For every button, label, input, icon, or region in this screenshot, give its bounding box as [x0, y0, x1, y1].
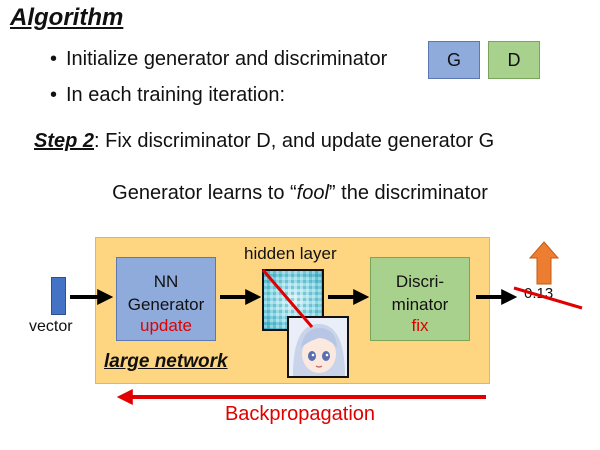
- subtitle-emphasis: fool: [296, 182, 329, 204]
- generator-line2: Generator: [127, 295, 205, 314]
- subtitle-before: Generator learns to “: [112, 182, 297, 204]
- bullet-iteration: • In each training iteration:: [50, 84, 285, 107]
- discriminator-box: D: [488, 41, 540, 79]
- bullet-initialize: • Initialize generator and discriminator: [50, 48, 387, 71]
- step-line: Step 2: Fix discriminator D, and update …: [34, 130, 494, 153]
- step-label: Step 2: [34, 130, 95, 152]
- subtitle-after: ” the discriminator: [328, 182, 488, 204]
- vector-label: vector: [29, 318, 73, 335]
- strike-output-score: [513, 286, 583, 310]
- step-text: : Fix discriminator D, and update genera…: [94, 130, 495, 152]
- input-vector: [51, 277, 66, 315]
- bullet-marker: •: [50, 48, 58, 70]
- discriminator-net-box: Discri- minator fix: [370, 257, 470, 341]
- hidden-layer-label: hidden layer: [244, 244, 337, 263]
- generator-line1: NN: [153, 272, 179, 291]
- discriminator-status: fix: [411, 316, 429, 335]
- discriminator-line1: Discri-: [395, 272, 445, 291]
- subtitle: Generator learns to “fool” the discrimin…: [0, 182, 600, 205]
- large-network-label: large network: [104, 351, 228, 372]
- strike-hidden-image: [261, 269, 314, 328]
- generator-box: G: [428, 41, 480, 79]
- backpropagation-label: Backpropagation: [224, 403, 376, 425]
- anime-face-image-icon: [287, 316, 349, 378]
- page-title: Algorithm: [10, 4, 124, 31]
- bullet-marker: •: [50, 84, 58, 106]
- discriminator-line2: minator: [391, 295, 449, 314]
- nn-generator-box: NN Generator update: [116, 257, 216, 341]
- bullet-text: Initialize generator and discriminator: [66, 48, 388, 70]
- bullet-text: In each training iteration:: [66, 84, 286, 106]
- generator-status: update: [140, 316, 192, 335]
- up-arrow-icon: [528, 241, 560, 285]
